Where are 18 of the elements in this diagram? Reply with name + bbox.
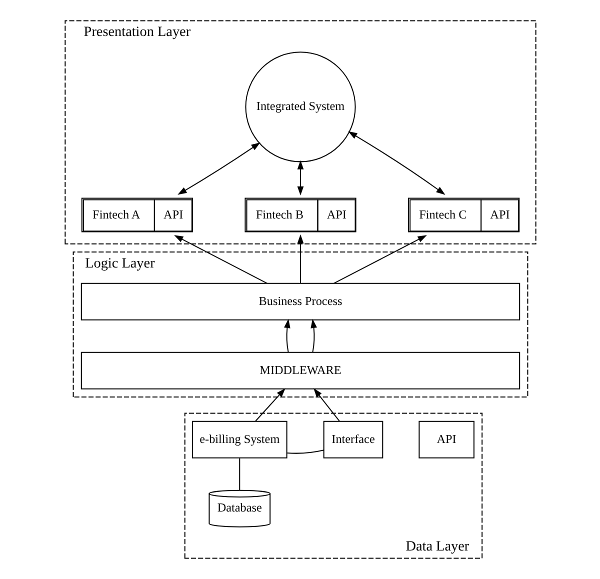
connector	[286, 450, 324, 454]
node-box: MIDDLEWARE	[80, 352, 520, 390]
node-box: Interface	[322, 420, 383, 458]
node-box: Business Process	[80, 282, 520, 320]
node-box: API	[418, 420, 474, 458]
connector	[238, 458, 240, 490]
node-circle: Integrated System	[244, 52, 356, 162]
arrow	[333, 235, 426, 284]
arrow	[296, 160, 304, 196]
arrow	[313, 388, 340, 422]
arrow	[174, 235, 267, 284]
arrow	[254, 388, 285, 422]
arrow	[310, 318, 316, 352]
arrow	[296, 234, 304, 284]
arrow	[177, 142, 260, 195]
node-box: e-billing System	[191, 420, 287, 458]
arrow	[284, 318, 290, 352]
arrow	[348, 131, 445, 195]
